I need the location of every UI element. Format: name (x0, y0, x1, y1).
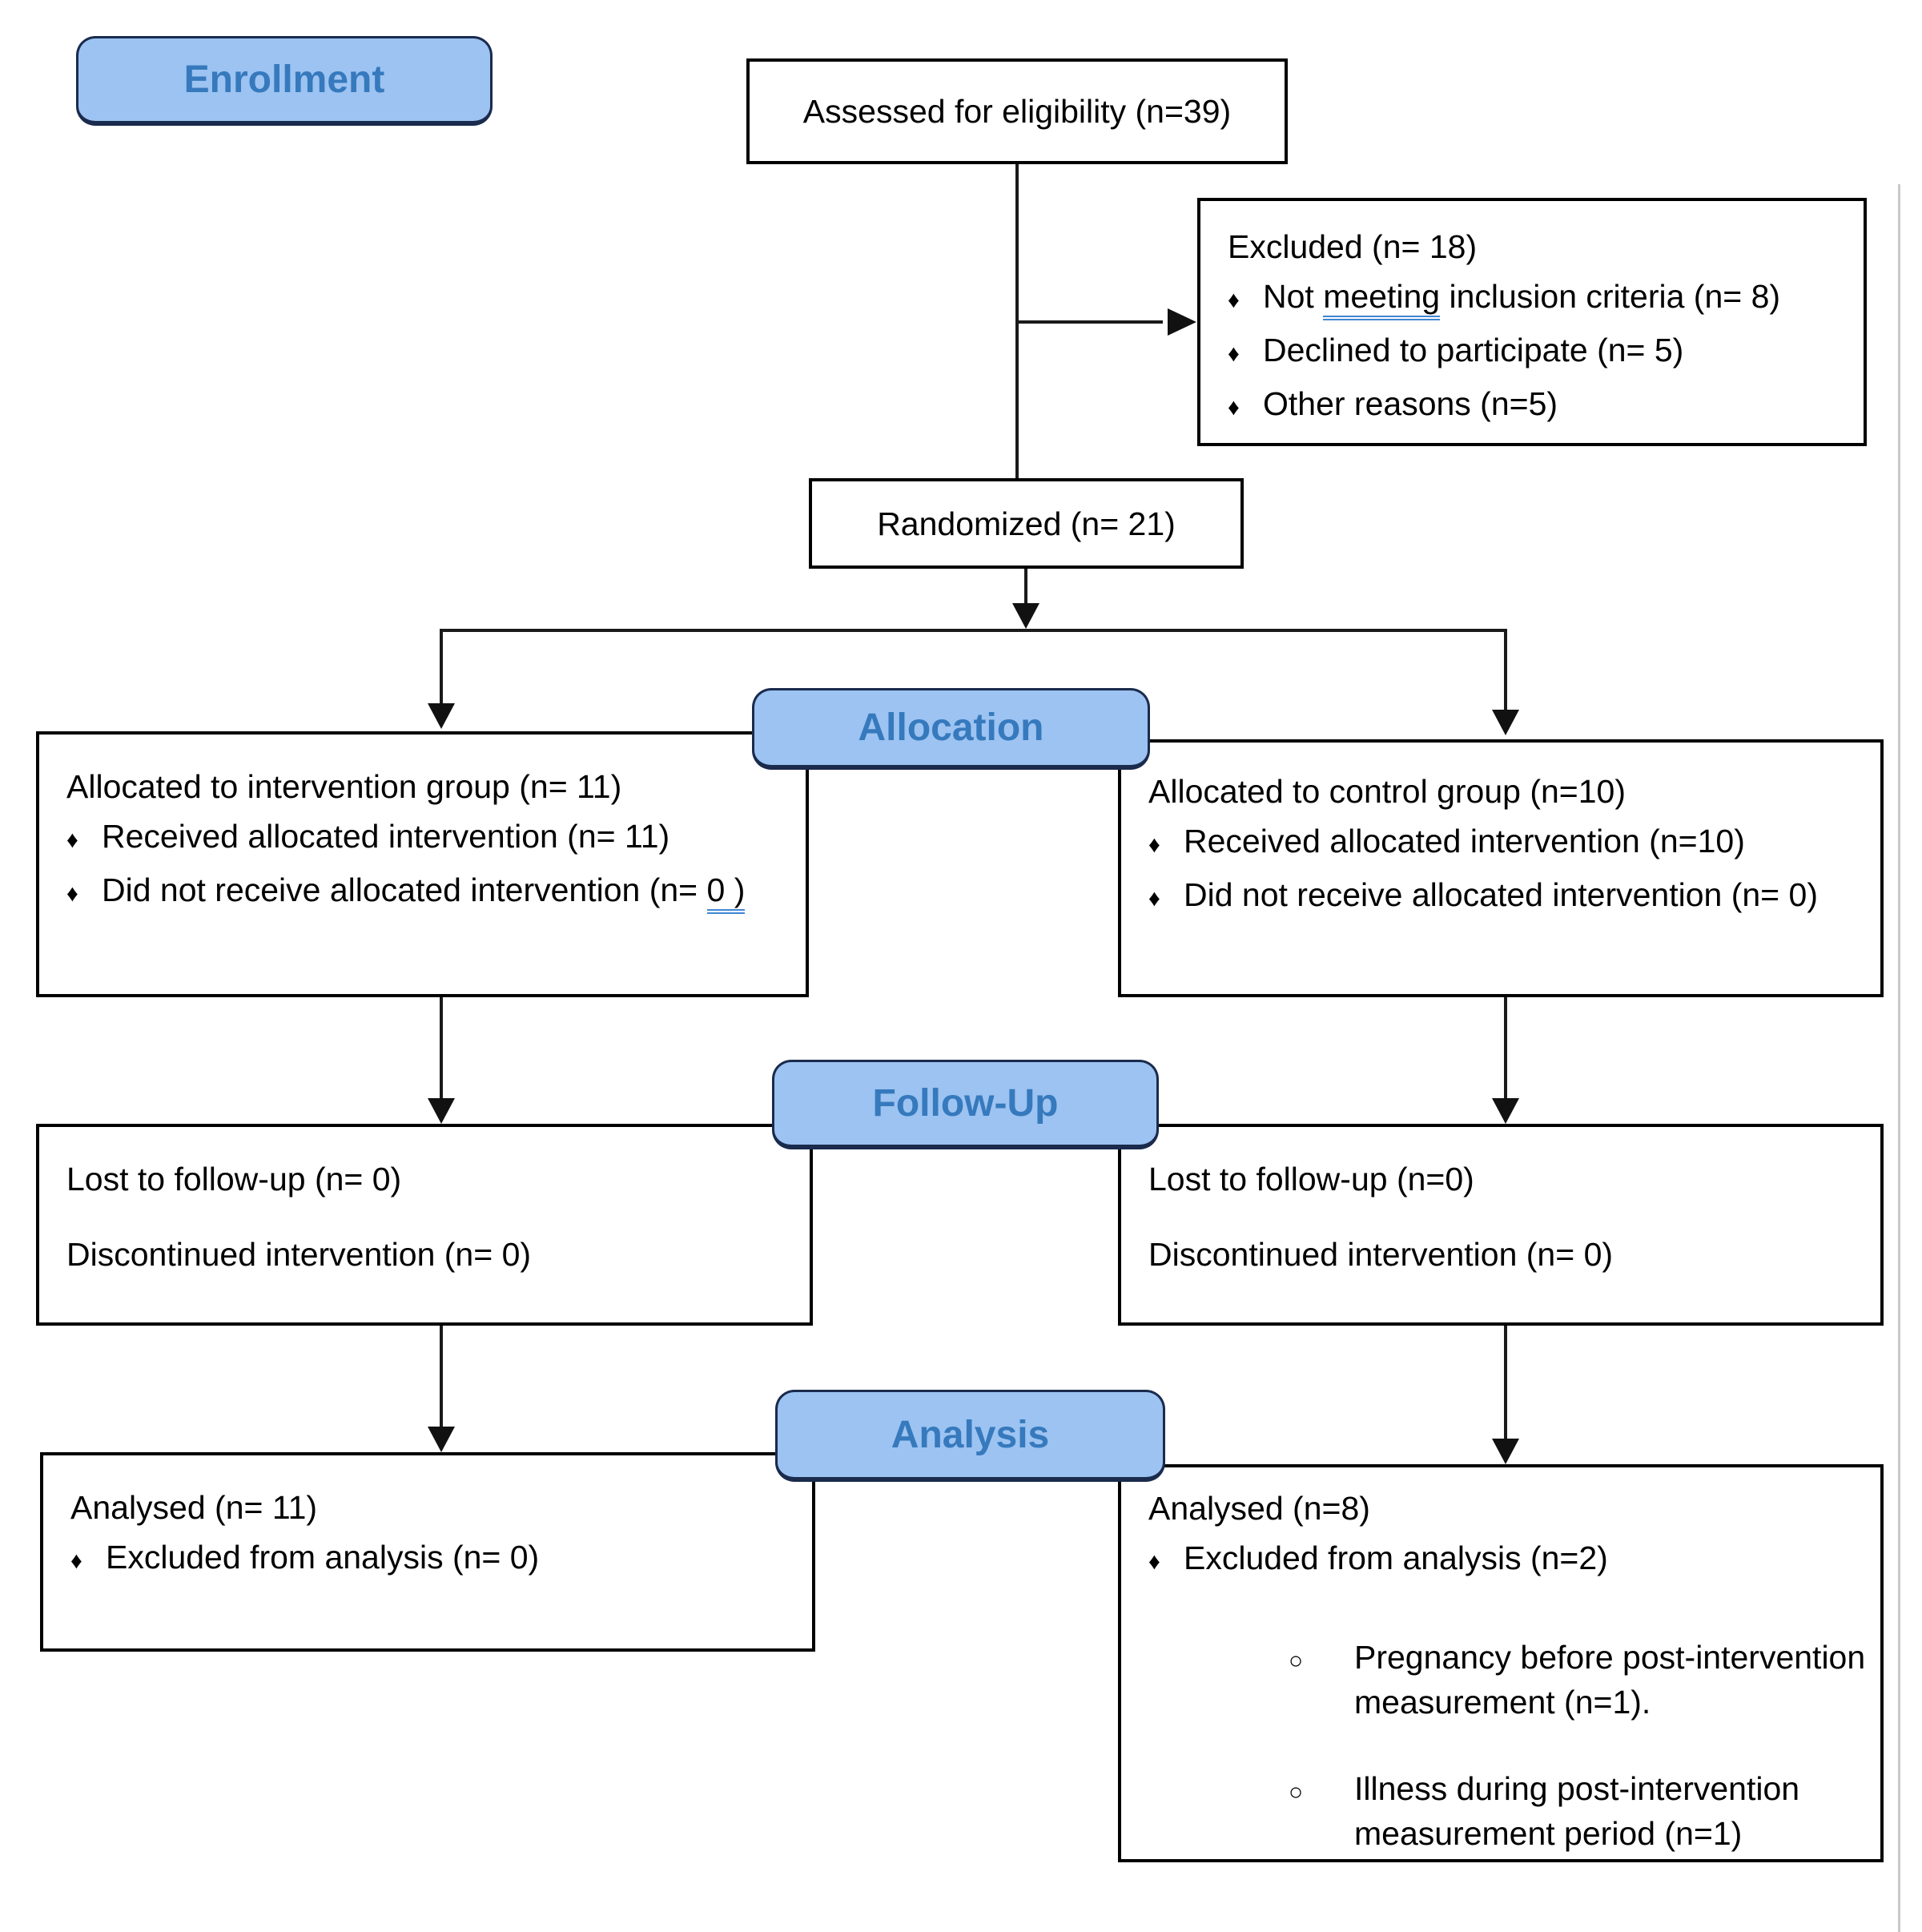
followup-control-box: Lost to follow-up (n=0) Discontinued int… (1118, 1124, 1884, 1326)
allocation-intervention-box: Allocated to intervention group (n= 11) … (36, 731, 809, 997)
excluded-bullet-2-text: Declined to participate (n= 5) (1263, 332, 1684, 368)
phase-label-analysis-text: Analysis (891, 1413, 1050, 1456)
excluded-bullet-3: ♦ Other reasons (n=5) (1228, 379, 1856, 433)
analysis-control-bullet-1: ♦ Excluded from analysis (n=2) (1148, 1533, 1872, 1587)
allocation-control-title: Allocated to control group (n=10) (1148, 773, 1626, 810)
randomized-box: Randomized (n= 21) (809, 478, 1244, 569)
phase-label-enrollment: Enrollment (76, 36, 493, 126)
analysis-control-bullet-1-text: Excluded from analysis (n=2) (1184, 1540, 1608, 1576)
allocation-intervention-bullet-2: ♦ Did not receive allocated intervention… (66, 865, 798, 919)
followup-control-line-2: Discontinued intervention (n= 0) (1148, 1236, 1614, 1273)
allocation-control-bullet-1-text: Received allocated intervention (n=10) (1184, 823, 1745, 859)
excluded-box: Excluded (n= 18) ♦ Not meeting inclusion… (1197, 198, 1867, 446)
diamond-bullet-icon: ♦ (1148, 886, 1160, 912)
analysis-intervention-title: Analysed (n= 11) (70, 1489, 318, 1526)
allocation-control-bullet-2-text: Did not receive allocated intervention (… (1184, 876, 1818, 913)
analysis-intervention-bullet-1: ♦ Excluded from analysis (n= 0) (70, 1532, 804, 1586)
followup-intervention-line-2: Discontinued intervention (n= 0) (66, 1236, 532, 1273)
followup-intervention-line-1: Lost to follow-up (n= 0) (66, 1161, 402, 1197)
diamond-bullet-icon: ♦ (70, 1548, 82, 1574)
diamond-bullet-icon: ♦ (1148, 1549, 1160, 1575)
spacer (66, 1204, 802, 1230)
phase-label-analysis: Analysis (775, 1390, 1165, 1482)
diamond-bullet-icon: ♦ (1148, 832, 1160, 858)
arrowhead-branch-icon (1012, 603, 1039, 629)
arrowhead-intervention-icon (428, 703, 455, 729)
spellcheck-underline: meeting (1323, 278, 1441, 320)
line-control-to-followup (1504, 997, 1507, 1101)
allocation-control-bullet-1: ♦ Received allocated intervention (n=10) (1148, 816, 1872, 870)
arrowhead-analysis-left-icon (428, 1427, 455, 1452)
excluded-bullet-1-text: Not meeting inclusion criteria (n= 8) (1263, 272, 1780, 321)
analysis-intervention-box: Analysed (n= 11) ♦ Excluded from analysi… (40, 1452, 815, 1652)
arrowhead-control-icon (1492, 710, 1519, 735)
followup-intervention-box: Lost to follow-up (n= 0) Discontinued in… (36, 1124, 813, 1326)
arrowhead-analysis-right-icon (1492, 1439, 1519, 1464)
spacer (1148, 1204, 1872, 1230)
allocation-intervention-bullet-2-text: Did not receive allocated intervention (… (102, 865, 746, 915)
diamond-bullet-icon: ♦ (1228, 341, 1240, 367)
branch-line (440, 629, 1507, 632)
allocation-control-box: Allocated to control group (n=10) ♦ Rece… (1118, 739, 1884, 997)
assessed-text: Assessed for eligibility (n=39) (802, 93, 1232, 130)
phase-label-followup: Follow-Up (772, 1060, 1159, 1149)
excluded-bullet-2: ♦ Declined to participate (n= 5) (1228, 325, 1856, 379)
line-branch-to-control (1504, 629, 1507, 714)
circle-bullet-icon: ○ (1289, 1648, 1304, 1674)
allocation-intervention-bullet-1-text: Received allocated intervention (n= 11) (102, 818, 670, 855)
spellcheck-underline: 0 ) (706, 871, 746, 914)
phase-label-allocation: Allocation (752, 688, 1150, 770)
diamond-bullet-icon: ♦ (66, 827, 78, 853)
phase-label-followup-text: Follow-Up (872, 1082, 1059, 1125)
excluded-title: Excluded (n= 18) (1228, 228, 1478, 265)
excluded-bullet-3-text: Other reasons (n=5) (1263, 385, 1558, 422)
arrowhead-followup-right-icon (1492, 1098, 1519, 1124)
diamond-bullet-icon: ♦ (1228, 288, 1240, 313)
line-intervention-to-followup (440, 997, 443, 1101)
line-assessed-to-randomized (1015, 164, 1019, 478)
diamond-bullet-icon: ♦ (1228, 395, 1240, 421)
followup-control-line-1: Lost to follow-up (n=0) (1148, 1161, 1474, 1197)
page-edge-line (1898, 184, 1900, 1932)
phase-label-enrollment-text: Enrollment (183, 58, 385, 101)
arrowhead-followup-left-icon (428, 1098, 455, 1124)
line-followup-to-analysis-left (440, 1326, 443, 1428)
allocation-intervention-title: Allocated to intervention group (n= 11) (66, 768, 622, 805)
circle-bullet-icon: ○ (1289, 1779, 1304, 1805)
line-randomized-to-branch (1024, 569, 1027, 607)
line-to-excluded (1019, 320, 1163, 324)
analysis-intervention-bullet-1-text: Excluded from analysis (n= 0) (106, 1539, 540, 1576)
arrowhead-excluded-icon (1168, 308, 1196, 336)
line-followup-to-analysis-right (1504, 1326, 1507, 1440)
excluded-bullet-1: ♦ Not meeting inclusion criteria (n= 8) (1228, 272, 1856, 325)
line-branch-to-intervention (440, 629, 443, 707)
diamond-bullet-icon: ♦ (66, 881, 78, 907)
spacer (1148, 1587, 1872, 1635)
spacer (1148, 1725, 1872, 1766)
randomized-text: Randomized (n= 21) (877, 505, 1176, 542)
allocation-intervention-bullet-1: ♦ Received allocated intervention (n= 11… (66, 811, 798, 865)
analysis-control-box: Analysed (n=8) ♦ Excluded from analysis … (1118, 1464, 1884, 1862)
phase-label-allocation-text: Allocation (858, 706, 1044, 749)
allocation-control-bullet-2: ♦ Did not receive allocated intervention… (1148, 870, 1872, 924)
assessed-box: Assessed for eligibility (n=39) (746, 58, 1288, 164)
analysis-control-title: Analysed (n=8) (1148, 1490, 1370, 1527)
